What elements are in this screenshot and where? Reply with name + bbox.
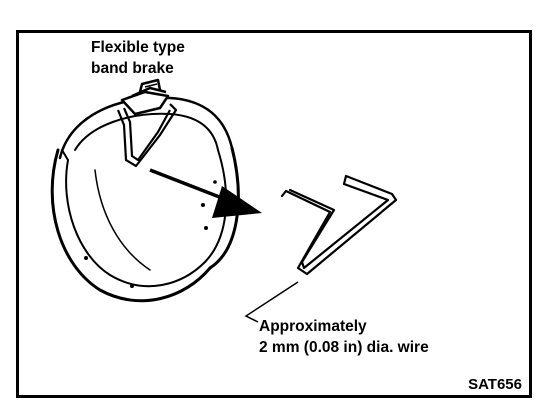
bent-wire — [280, 174, 398, 276]
leader-line — [244, 281, 299, 323]
brake-label: Flexible type band brake — [91, 37, 185, 79]
brake-label-line2: band brake — [91, 60, 174, 77]
band-brake — [50, 96, 240, 303]
figure-frame — [16, 30, 532, 398]
band-end-bracket — [120, 78, 170, 116]
direction-arrow — [149, 168, 262, 218]
wire-label-line1: Approximately — [259, 318, 367, 335]
figure-code: SAT656 — [468, 376, 522, 393]
installed-wire-clip — [116, 103, 178, 168]
brake-label-line1: Flexible type — [91, 39, 185, 56]
wire-label-line2: 2 mm (0.08 in) dia. wire — [259, 339, 429, 356]
wire-label: Approximately 2 mm (0.08 in) dia. wire — [259, 316, 429, 358]
